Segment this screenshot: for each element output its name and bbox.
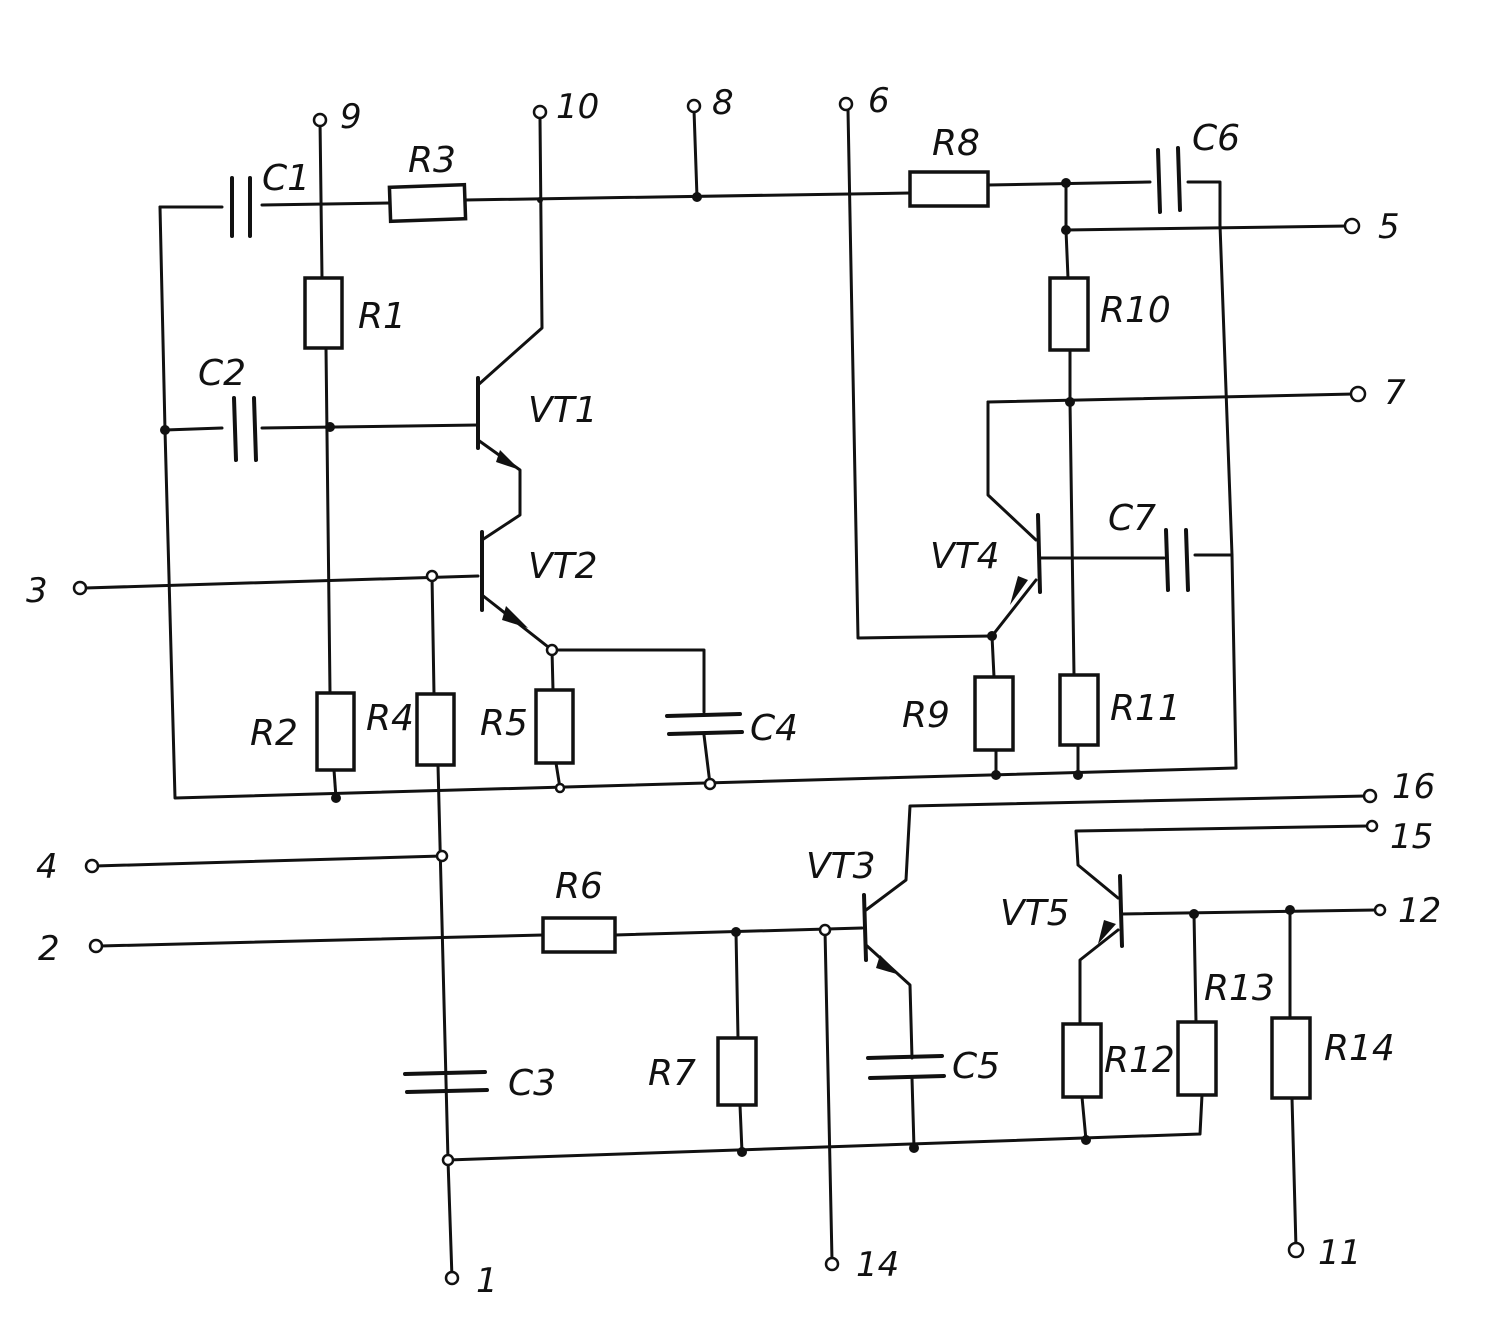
label-c4: C4 bbox=[750, 708, 798, 749]
label-vt2: VT2 bbox=[528, 546, 598, 587]
transistors bbox=[476, 376, 1124, 975]
label-c5: C5 bbox=[952, 1046, 1000, 1087]
resistor-r1 bbox=[303, 276, 344, 350]
resistor-r9 bbox=[973, 675, 1015, 752]
label-r11: R11 bbox=[1110, 688, 1181, 729]
resistor-r8 bbox=[908, 170, 990, 208]
transistor-vt4 bbox=[1010, 513, 1042, 605]
resistor-r12 bbox=[1061, 1022, 1103, 1099]
label-r10: R10 bbox=[1100, 290, 1171, 331]
capacitor-c2 bbox=[232, 396, 258, 462]
label-r8: R8 bbox=[932, 123, 980, 164]
capacitor-c5 bbox=[866, 1054, 946, 1080]
pin-label-2: 2 bbox=[38, 929, 60, 969]
resistor-r14 bbox=[1270, 1016, 1312, 1100]
junctions bbox=[160, 178, 1295, 1167]
resistor-r13 bbox=[1176, 1020, 1218, 1097]
capacitors bbox=[230, 146, 1190, 1094]
resistor-r10 bbox=[1048, 276, 1090, 352]
label-r12: R12 bbox=[1104, 1040, 1175, 1081]
transistor-vt3 bbox=[862, 893, 900, 975]
pin-label-11: 11 bbox=[1318, 1233, 1361, 1273]
terminal-5 bbox=[1343, 217, 1361, 235]
terminal-4 bbox=[84, 858, 100, 874]
pin-label-4: 4 bbox=[36, 847, 58, 887]
resistors bbox=[303, 170, 1312, 1107]
label-r5: R5 bbox=[480, 703, 528, 744]
terminal-6 bbox=[838, 96, 854, 112]
label-r7: R7 bbox=[648, 1053, 696, 1094]
transistor-vt5 bbox=[1098, 874, 1124, 948]
label-r14: R14 bbox=[1324, 1028, 1395, 1069]
label-vt5: VT5 bbox=[1000, 893, 1070, 934]
terminal-1 bbox=[444, 1270, 460, 1286]
pin-label-9: 9 bbox=[340, 97, 362, 137]
label-vt4: VT4 bbox=[930, 536, 1000, 577]
terminal-11 bbox=[1287, 1241, 1305, 1259]
label-r3: R3 bbox=[408, 140, 456, 181]
label-c7: C7 bbox=[1108, 498, 1156, 539]
terminal-10 bbox=[532, 104, 548, 120]
resistor-r3 bbox=[387, 182, 468, 224]
terminal-2 bbox=[88, 938, 104, 954]
label-r6: R6 bbox=[555, 866, 603, 907]
capacitor-c7 bbox=[1164, 528, 1190, 592]
label-c2: C2 bbox=[198, 353, 246, 394]
terminal-12 bbox=[1373, 903, 1387, 917]
terminal-3 bbox=[72, 580, 88, 596]
resistor-r5 bbox=[534, 688, 575, 765]
label-r4: R4 bbox=[366, 698, 414, 739]
resistor-r4 bbox=[415, 692, 456, 767]
resistor-r6 bbox=[541, 916, 617, 954]
pin-label-3: 3 bbox=[26, 571, 48, 611]
pin-label-15: 15 bbox=[1390, 817, 1433, 857]
label-r13: R13 bbox=[1204, 968, 1275, 1009]
label-r1: R1 bbox=[358, 296, 406, 337]
terminal-16 bbox=[1362, 788, 1378, 804]
pin-label-1: 1 bbox=[476, 1261, 498, 1301]
label-r2: R2 bbox=[250, 713, 298, 754]
pin-label-12: 12 bbox=[1398, 891, 1441, 931]
component-labels: R1 R2 R3 R4 R5 R6 R7 R8 R9 R10 R11 R12 R… bbox=[198, 118, 1395, 1104]
pin-label-7: 7 bbox=[1384, 373, 1406, 413]
pin-labels: 1 2 3 4 5 6 7 8 9 10 11 12 14 15 16 bbox=[26, 81, 1441, 1301]
pin-label-5: 5 bbox=[1378, 207, 1400, 247]
pin-label-16: 16 bbox=[1392, 767, 1435, 807]
resistor-r2 bbox=[315, 691, 356, 772]
wires bbox=[83, 108, 1378, 1280]
capacitor-c1 bbox=[230, 176, 252, 238]
terminal-9 bbox=[312, 112, 328, 128]
capacitor-c4 bbox=[665, 712, 744, 736]
label-c1: C1 bbox=[262, 158, 310, 199]
transistor-vt2 bbox=[480, 530, 528, 628]
resistor-r11 bbox=[1058, 673, 1100, 747]
terminal-15 bbox=[1365, 819, 1379, 833]
transistor-vt1 bbox=[476, 376, 520, 470]
resistor-r7 bbox=[716, 1036, 758, 1107]
label-c3: C3 bbox=[508, 1063, 556, 1104]
capacitor-c6 bbox=[1156, 146, 1182, 214]
label-r9: R9 bbox=[902, 695, 950, 736]
pin-label-8: 8 bbox=[712, 83, 734, 123]
label-vt1: VT1 bbox=[528, 390, 598, 431]
label-vt3: VT3 bbox=[806, 846, 876, 887]
terminal-7 bbox=[1349, 385, 1367, 403]
label-c6: C6 bbox=[1192, 118, 1240, 159]
terminals bbox=[72, 96, 1387, 1286]
terminal-14 bbox=[824, 1256, 840, 1272]
pin-label-6: 6 bbox=[868, 81, 890, 121]
pin-label-14: 14 bbox=[856, 1245, 899, 1285]
terminal-8 bbox=[686, 98, 702, 114]
pin-label-10: 10 bbox=[556, 87, 599, 127]
capacitor-c3 bbox=[403, 1070, 489, 1094]
